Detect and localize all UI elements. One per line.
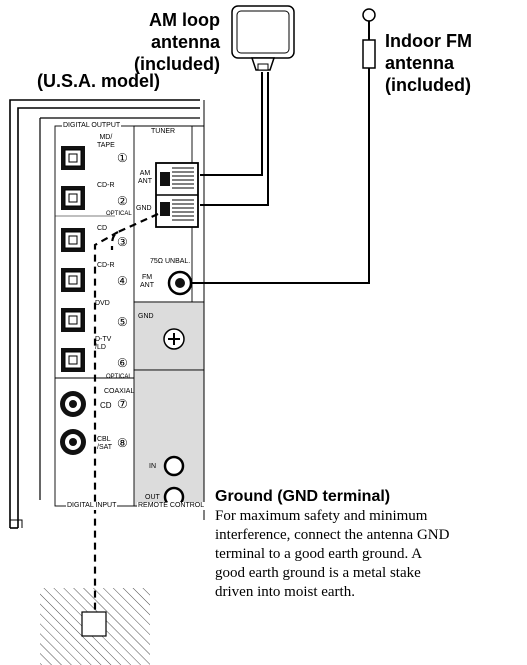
- optical-in-label: OPTICAL: [106, 374, 132, 380]
- fm-antenna-label-2: antenna: [385, 53, 455, 73]
- gnd-screw-label: GND: [138, 313, 154, 320]
- output-1-label: MD/ TAPE: [97, 134, 115, 149]
- coax-cbl-label: CBL /SAT: [97, 436, 113, 451]
- input-cdr-number: ④: [117, 274, 128, 288]
- output-1-number: ①: [117, 151, 128, 165]
- ground-note-line-3: terminal to a good earth ground. A: [215, 546, 423, 562]
- remote-section: [133, 369, 205, 507]
- input-dvd-label: DVD: [95, 300, 110, 307]
- tuner-label: TUNER: [151, 128, 176, 135]
- am-antenna-callout: AM loop antenna (included): [88, 9, 220, 75]
- digital-output-label: DIGITAL OUTPUT: [62, 122, 122, 130]
- remote-out-label: OUT: [145, 494, 160, 501]
- fm-unbal-label: 75Ω UNBAL.: [150, 258, 191, 265]
- input-cd-label: CD: [97, 225, 108, 232]
- am-gnd-terminals: [155, 162, 199, 228]
- am-antenna-included: (included): [134, 54, 220, 74]
- input-dtv-label: D-TV /LD: [95, 336, 112, 351]
- output-2-number: ②: [117, 194, 128, 208]
- fm-antenna-included: (included): [385, 75, 471, 95]
- gnd-terminal-label: GND: [136, 205, 152, 212]
- ground-note-title: Ground (GND terminal): [215, 488, 391, 505]
- model-label: (U.S.A. model): [37, 71, 161, 91]
- fm-antenna-label: Indoor FM: [385, 31, 472, 51]
- coaxial-label: COAXIAL: [104, 388, 135, 395]
- remote-control-jacks: [163, 455, 185, 508]
- coax-cd-label: CD: [100, 401, 112, 410]
- gnd-screw-icon: [163, 328, 185, 350]
- fm-ant-label: FM ANT: [140, 274, 154, 289]
- earth-ground-icon: [40, 588, 150, 665]
- output-2-label: CD-R: [97, 182, 115, 189]
- input-dvd-number: ⑤: [117, 315, 128, 329]
- optical-jacks: [61, 146, 85, 372]
- input-cd-number: ③: [117, 235, 128, 249]
- coax-cd-number: ⑦: [117, 397, 128, 411]
- remote-in-label: IN: [149, 463, 156, 470]
- fm-connector: [167, 270, 193, 296]
- optical-out-label: OPTICAL: [106, 211, 132, 217]
- ground-note: Ground (GND terminal) For maximum safety…: [215, 487, 525, 602]
- am-antenna-label: AM loop antenna: [149, 10, 220, 52]
- input-cdr-label: CD-R: [97, 262, 115, 269]
- fm-antenna-callout: Indoor FM antenna (included): [385, 30, 472, 96]
- am-ant-label: AM ANT: [138, 170, 152, 185]
- ground-note-line-1: For maximum safety and minimum: [215, 508, 428, 524]
- receiver-rear-panel: [9, 99, 200, 529]
- input-dtv-number: ⑥: [117, 356, 128, 370]
- fm-wire-antenna-icon: [190, 8, 376, 284]
- ground-note-line-2: interference, connect the antenna GND: [215, 527, 450, 543]
- coax-cbl-number: ⑧: [117, 436, 128, 450]
- ground-note-line-5: driven into moist earth.: [215, 584, 355, 600]
- ground-note-line-4: good earth ground is a metal stake: [215, 565, 421, 581]
- coaxial-jacks: [60, 391, 86, 455]
- digital-input-label: DIGITAL INPUT: [66, 502, 118, 510]
- remote-control-label: REMOTE CONTROL: [137, 502, 206, 510]
- am-loop-antenna-icon: [231, 5, 295, 71]
